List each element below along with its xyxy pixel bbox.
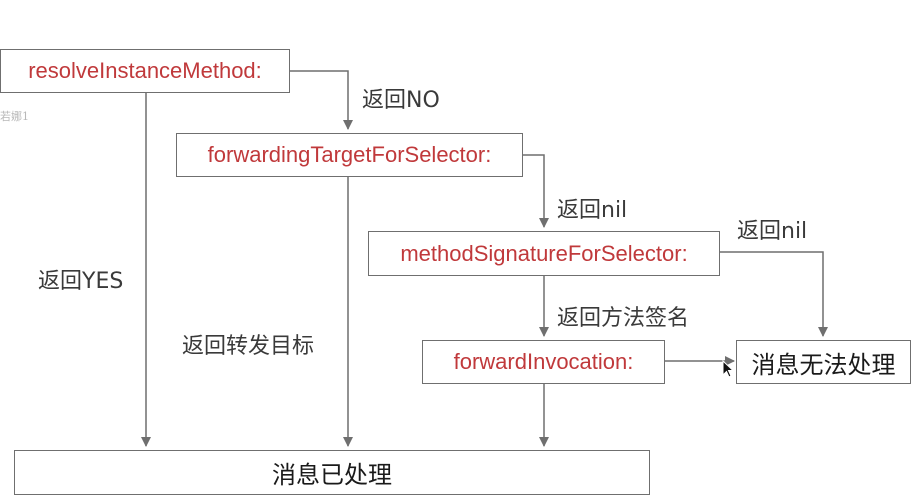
- forwarding-target-for-selector-text: forwardingTargetForSelector:: [207, 142, 492, 167]
- forwarding-target-for-selector-box: forwardingTargetForSelector:: [176, 133, 523, 177]
- connector-resolve-to-forwarding-target: [290, 70, 353, 130]
- label-return-nil-signature: 返回nil: [737, 219, 808, 244]
- method-signature-for-selector-text: methodSignatureForSelector:: [400, 240, 688, 266]
- mouse-cursor-icon: [722, 360, 734, 378]
- resolve-instance-method-text: resolveInstanceMethod:: [28, 58, 262, 83]
- handled-box: 消息已处理: [14, 450, 650, 495]
- resolve-instance-method-box: resolveInstanceMethod:: [0, 49, 290, 93]
- label-return-no: 返回NO: [362, 88, 440, 113]
- label-return-forward-target: 返回转发目标: [182, 334, 315, 359]
- connector-method-signature-to-cannot-handle: [720, 251, 828, 337]
- connector-forwarding-target-to-method-signature: [523, 154, 549, 228]
- handled-text: 消息已处理: [272, 462, 392, 489]
- watermark-left: 若娜1: [0, 110, 29, 123]
- label-return-yes: 返回YES: [38, 269, 124, 294]
- forward-invocation-box: forwardInvocation:: [422, 340, 665, 384]
- label-return-nil-forwarding: 返回nil: [557, 198, 628, 223]
- cannot-handle-text: 消息无法处理: [751, 351, 896, 379]
- cannot-handle-box: 消息无法处理: [736, 340, 911, 384]
- forward-invocation-text: forwardInvocation:: [453, 349, 634, 374]
- method-signature-for-selector-box: methodSignatureForSelector:: [368, 231, 720, 276]
- label-return-method-signature: 返回方法签名: [557, 306, 690, 331]
